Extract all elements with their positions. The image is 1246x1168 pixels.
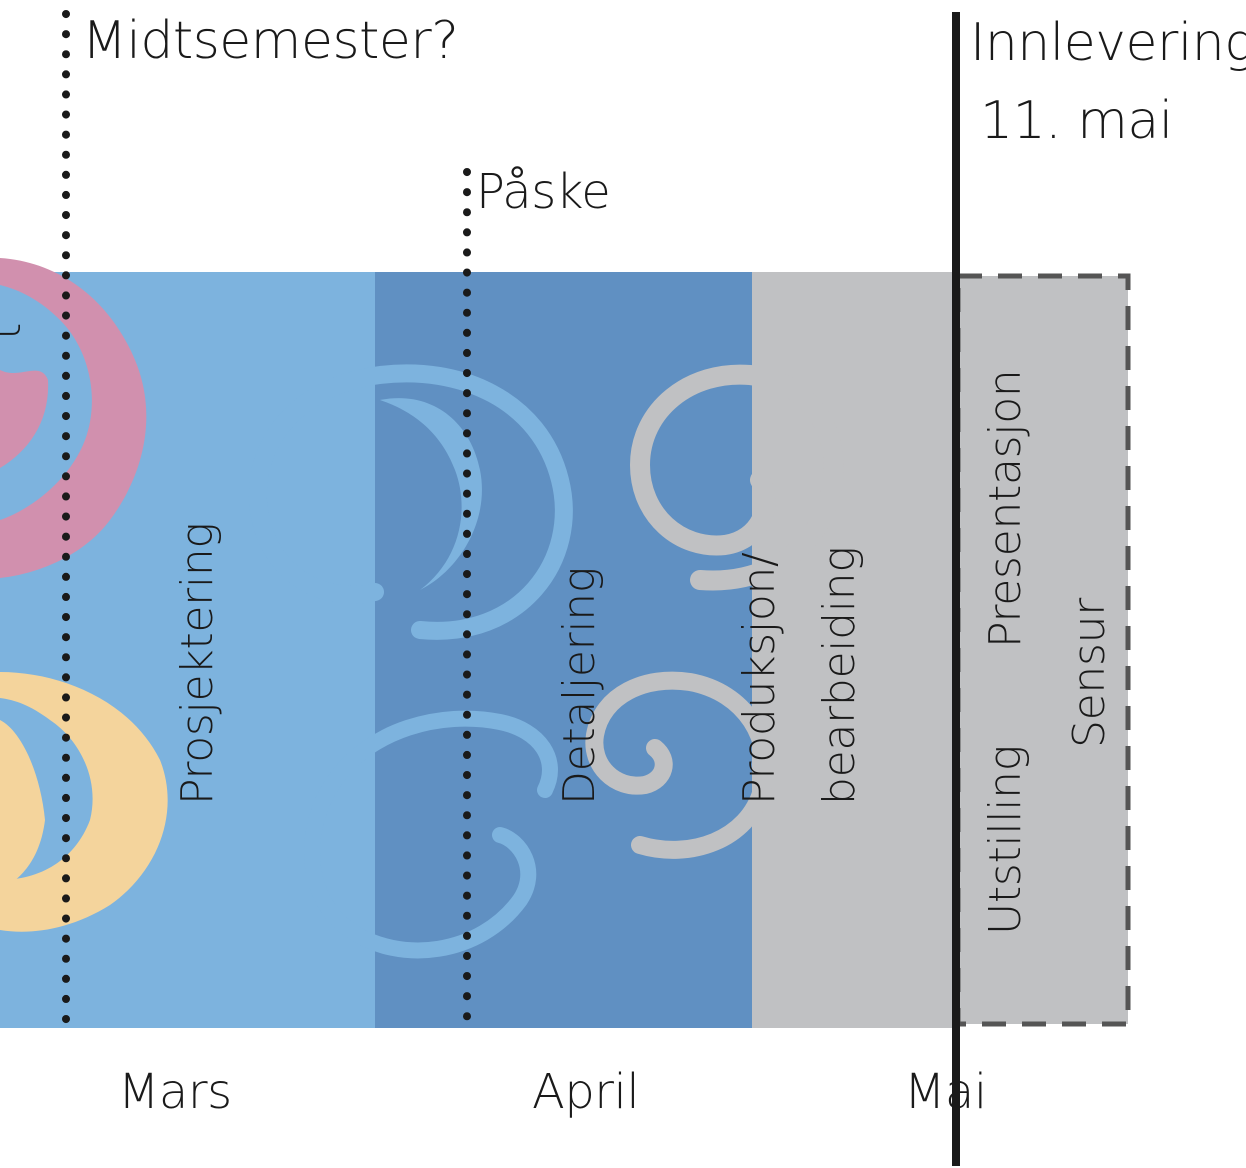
paske-label: Påske <box>476 164 610 220</box>
month-label-mai: Mai <box>904 1064 987 1120</box>
blue-swirl-ring-top <box>248 364 573 640</box>
grey-swirl-bottom <box>585 671 774 859</box>
phase-label-sensur: Sensur <box>1064 597 1115 748</box>
yellow-swirl-inner <box>0 720 45 890</box>
phase-label-cut-fragment: t <box>0 323 31 340</box>
innlevering-date-label: 11. mai <box>980 91 1173 151</box>
phase-label-prosjektering: Prosjektering <box>172 522 223 805</box>
midtsemester-label: Midtsemester? <box>82 11 458 71</box>
dotted-markers <box>62 10 471 1032</box>
pink-swirl <box>0 258 147 578</box>
phase-label-utstilling: Utstilling <box>980 745 1031 935</box>
phase-label-bearbeiding: bearbeiding <box>814 547 865 805</box>
phase-label-detaljering: Detaljering <box>554 567 605 805</box>
blue-swirl-tail <box>380 398 482 590</box>
phase-label-presentasjon: Presentasjon <box>980 370 1031 648</box>
swirl-decoration <box>0 258 844 959</box>
yellow-swirl <box>0 672 168 932</box>
produksjon-band <box>752 272 958 1028</box>
blue-swirl-ring-bottom <box>304 710 558 959</box>
month-label-mars: Mars <box>118 1064 232 1120</box>
grey-swirl-top <box>629 364 844 591</box>
month-label-april: April <box>532 1064 639 1120</box>
innlevering-label: Innlevering <box>970 13 1246 73</box>
pink-swirl-inner <box>0 370 49 468</box>
phase-label-produksjon: Produksjon/ <box>734 552 785 805</box>
